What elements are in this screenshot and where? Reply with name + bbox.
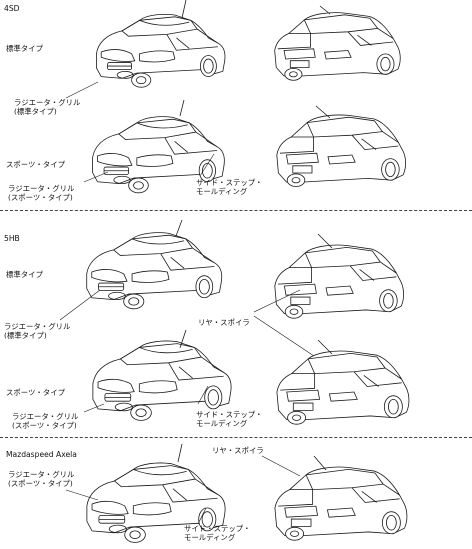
hatch-standard-front xyxy=(59,219,223,321)
callout-radiator-grill-sport: ラジエータ・グリル (スポーツ・タイプ) xyxy=(8,184,75,202)
hatch-sport-front xyxy=(83,329,232,421)
section-divider-1 xyxy=(0,210,472,211)
sedan-sport-front xyxy=(83,99,225,194)
mazdaspeed-front xyxy=(65,443,226,543)
hatch-standard-rear xyxy=(253,233,404,357)
callout-side-step-molding: サイド・ステップ・ モールディング xyxy=(184,524,251,542)
label-standard-type: 標準タイプ xyxy=(6,270,43,279)
label-sport-type: スポーツ・タイプ xyxy=(6,160,65,169)
callout-radiator-grill-standard: ラジエータ・グリル (標準タイプ) xyxy=(14,98,81,116)
mazdaspeed-rear xyxy=(261,455,408,541)
callout-radiator-grill-standard: ラジエータ・グリル (標準タイプ) xyxy=(4,322,71,340)
section-title-4sd: 4SD xyxy=(4,4,20,13)
callout-side-step-molding: サイド・ステップ・ モールディング xyxy=(196,410,263,428)
callout-radiator-grill-sport: ラジエータ・グリル (スポーツ・タイプ) xyxy=(8,470,75,488)
sedan-standard-front xyxy=(65,0,226,99)
sedan-sport-rear xyxy=(276,105,406,187)
sedan-standard-rear xyxy=(274,5,401,81)
callout-rear-spoiler: リヤ・スポイラ xyxy=(212,446,264,455)
label-sport-type: スポーツ・タイプ xyxy=(6,388,65,397)
callout-rear-spoiler: リヤ・スポイラ xyxy=(198,318,250,327)
callout-radiator-grill-sport: ラジエータ・グリル (スポーツ・タイプ) xyxy=(12,412,79,430)
hatch-sport-rear xyxy=(276,339,410,425)
callout-side-step-molding: サイド・ステップ・ モールディング xyxy=(196,178,263,196)
section-title-mazdaspeed: Mazdaspeed Axela xyxy=(6,450,77,459)
section-title-5hb: 5HB xyxy=(4,234,20,243)
section-divider-2 xyxy=(0,437,472,438)
label-standard-type: 標準タイプ xyxy=(6,44,43,53)
